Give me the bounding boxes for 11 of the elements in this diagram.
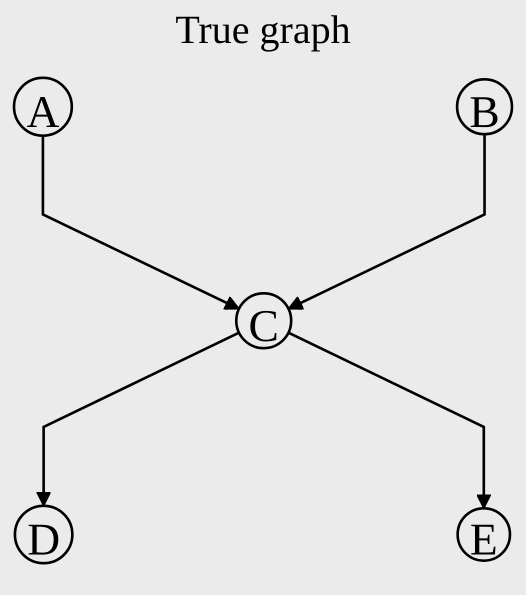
node-circle [456, 507, 512, 562]
diagram-title: True graph [174, 6, 352, 54]
arrow [288, 331, 492, 510]
arrow [288, 134, 486, 310]
node-circle [14, 504, 74, 564]
node-circle [456, 78, 514, 136]
graph-drawing: A B C D E [0, 54, 526, 589]
arrow [36, 331, 240, 506]
node-circle [234, 292, 292, 350]
node-circle [12, 76, 74, 137]
arrow [42, 136, 240, 310]
